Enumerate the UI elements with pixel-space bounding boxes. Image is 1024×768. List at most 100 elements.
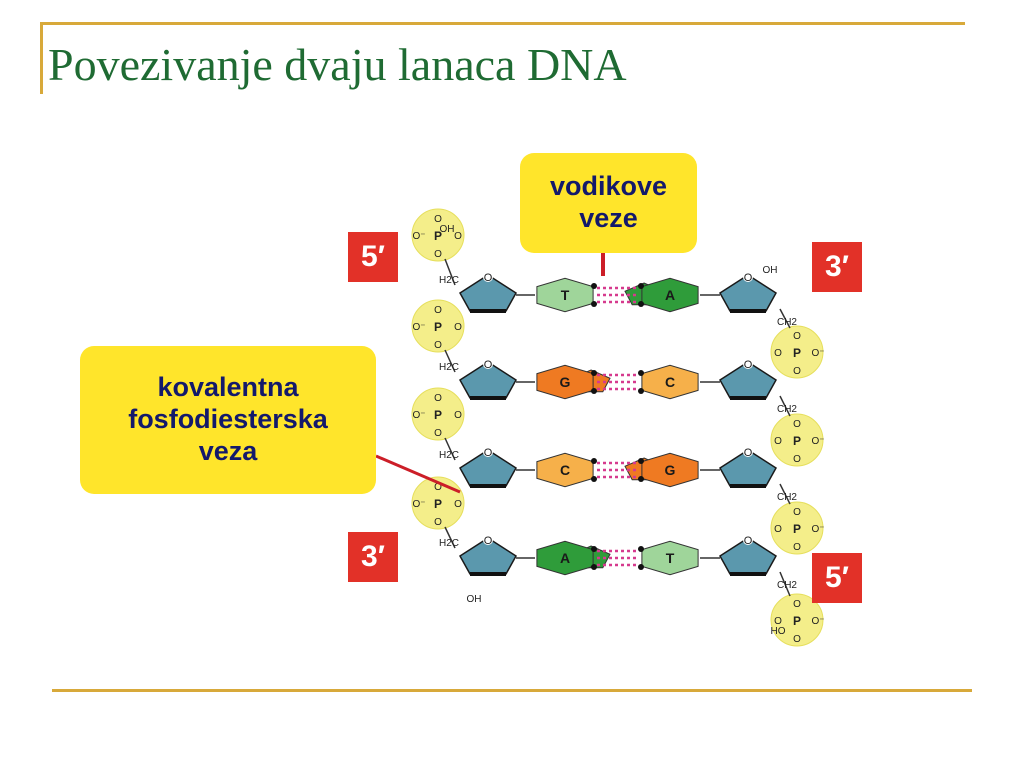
oxygen-minus-label: O⁻ [811, 348, 824, 359]
phosphate-circle [411, 299, 465, 353]
hydrogen-bonds-row-4 [591, 546, 644, 570]
oxygen-label: O [793, 331, 801, 342]
oxygen-minus-label: O⁻ [412, 499, 425, 510]
right-ch2-label: CH2 [777, 492, 797, 503]
ring-oxygen-bg [483, 359, 493, 369]
left-h2c-label: H2C [439, 450, 459, 461]
right-bottom-phosphate-ho-label: HO [771, 626, 786, 637]
hydrogen-atom-dot [591, 564, 597, 570]
oxygen-minus-label: O⁻ [811, 616, 824, 627]
hydrogen-atom-dot [638, 370, 644, 376]
hydrogen-atom-dot [638, 283, 644, 289]
left-top-5prime-label: 5′ [348, 232, 398, 282]
left-backbone-bond [444, 258, 456, 286]
right-top-3prime-label: 3′ [812, 242, 862, 292]
phosphorus-atom-label: P [434, 320, 442, 334]
hydrogen-atom-dot [591, 370, 597, 376]
phosphodiester-leader-line [375, 454, 461, 494]
slide-title: Povezivanje dvaju lanaca DNA [48, 39, 627, 90]
oxygen-minus-label: O⁻ [412, 322, 425, 333]
left-sugar-1: O [459, 272, 517, 313]
right-base-T: T [641, 540, 699, 576]
oxygen-label: O [434, 305, 442, 316]
right-sugar-4: O [719, 535, 777, 576]
phosphorus-atom-label: P [793, 614, 801, 628]
base-letter: G [560, 374, 571, 390]
footer-line [52, 689, 972, 692]
hydrogen-atom-dot [591, 283, 597, 289]
base-letter: A [665, 287, 675, 303]
oxygen-label: O [434, 214, 442, 225]
oxygen-minus-label: O⁻ [412, 231, 425, 242]
title-bar-accent [40, 22, 965, 25]
oxygen-label: O [434, 249, 442, 260]
right-ch2-label: CH2 [777, 317, 797, 328]
ring-oxygen-label: O [484, 272, 493, 284]
hydrogen-atom-dot [591, 301, 597, 307]
title-side-accent [40, 22, 43, 94]
hydrogen-bonds-row-3 [591, 458, 644, 482]
phosphodiester-callout: kovalentna fosfodiesterska veza [80, 346, 376, 494]
right-bottom-5prime-label: 5′ [812, 553, 862, 603]
base-letter: C [665, 374, 675, 390]
right-backbone-bond [779, 308, 791, 329]
ring-oxygen-bg [483, 447, 493, 457]
oxygen-minus-label: O⁻ [811, 524, 824, 535]
hydrogen-bonds-callout: vodikove veze [520, 153, 697, 253]
ring-oxygen-bg [483, 535, 493, 545]
hydrogen-atom-dot [638, 476, 644, 482]
left-base-G: G [536, 364, 611, 400]
oxygen-label: O [454, 410, 462, 421]
right-backbone-bond [779, 483, 791, 505]
left-backbone-bond [444, 526, 456, 549]
left-base-A: A [536, 540, 611, 576]
phosphate-circle [411, 476, 465, 530]
base-letter: T [666, 550, 675, 566]
hydrogen-atom-dot [638, 388, 644, 394]
phosphate-circle [411, 208, 465, 262]
oxygen-label: O [793, 366, 801, 377]
left-h2c-label: H2C [439, 275, 459, 286]
hydrogen-atom-dot [591, 388, 597, 394]
oxygen-label: O [434, 340, 442, 351]
hydrogen-atom-dot [638, 458, 644, 464]
hydrogen-bonds-row-2 [591, 370, 644, 394]
oxygen-label: O [434, 517, 442, 528]
left-h2c-label: H2C [439, 362, 459, 373]
left-sugar-2: O [459, 359, 517, 400]
oxygen-label: O [774, 524, 782, 535]
right-sugar-3: O [719, 447, 777, 488]
phosphorus-atom-label: P [434, 229, 442, 243]
oxygen-label: O [774, 436, 782, 447]
hydrogen-bonds-row-1 [591, 283, 644, 307]
oxygen-label: O [793, 507, 801, 518]
left-sugar-3: O [459, 447, 517, 488]
phosphate-circle [770, 325, 824, 379]
left-h2c-label: H2C [439, 538, 459, 549]
left-terminal-oh-label: OH [467, 594, 482, 605]
oxygen-label: O [434, 393, 442, 404]
ring-oxygen-label: O [744, 535, 753, 547]
left-top-phosphate-oh-label: OH [440, 224, 455, 235]
right-ch2-label: CH2 [777, 404, 797, 415]
phosphate-circle [770, 501, 824, 555]
hydrogen-bonds-label: vodikove veze [549, 171, 668, 233]
phosphorus-atom-label: P [793, 346, 801, 360]
hydrogen-atom-dot [638, 564, 644, 570]
phosphorus-atom-label: P [793, 522, 801, 536]
oxygen-label: O [793, 542, 801, 553]
ring-oxygen-label: O [484, 359, 493, 371]
phosphorus-atom-label: P [793, 434, 801, 448]
ring-oxygen-bg [743, 359, 753, 369]
phosphate-circle [770, 593, 824, 647]
ring-oxygen-bg [743, 272, 753, 282]
base-letter: C [560, 462, 570, 478]
hydrogen-atom-dot [638, 546, 644, 552]
hydrogen-atom-dot [591, 546, 597, 552]
